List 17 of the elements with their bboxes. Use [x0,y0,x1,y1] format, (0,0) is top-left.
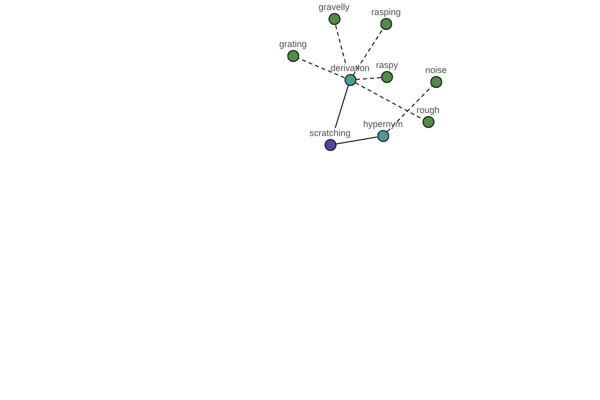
dashed-connector [352,28,384,76]
dashed-connector [386,86,432,132]
node-label: scratching [309,128,351,138]
node-label: rasping [371,7,401,17]
node-label: noise [425,65,447,75]
node-label: grating [279,39,307,49]
dashed-connector [335,24,346,64]
node-label: gravelly [318,2,350,12]
node-label: derivation [330,63,370,73]
node-label: hypernym [363,119,403,129]
dashed-connector [354,82,424,120]
connector-line [335,136,378,144]
node-label: raspy [376,60,398,70]
node-label: rough [416,105,440,115]
connector-line [334,85,349,128]
dashed-connector [298,58,345,78]
dashed-connector [356,77,382,80]
